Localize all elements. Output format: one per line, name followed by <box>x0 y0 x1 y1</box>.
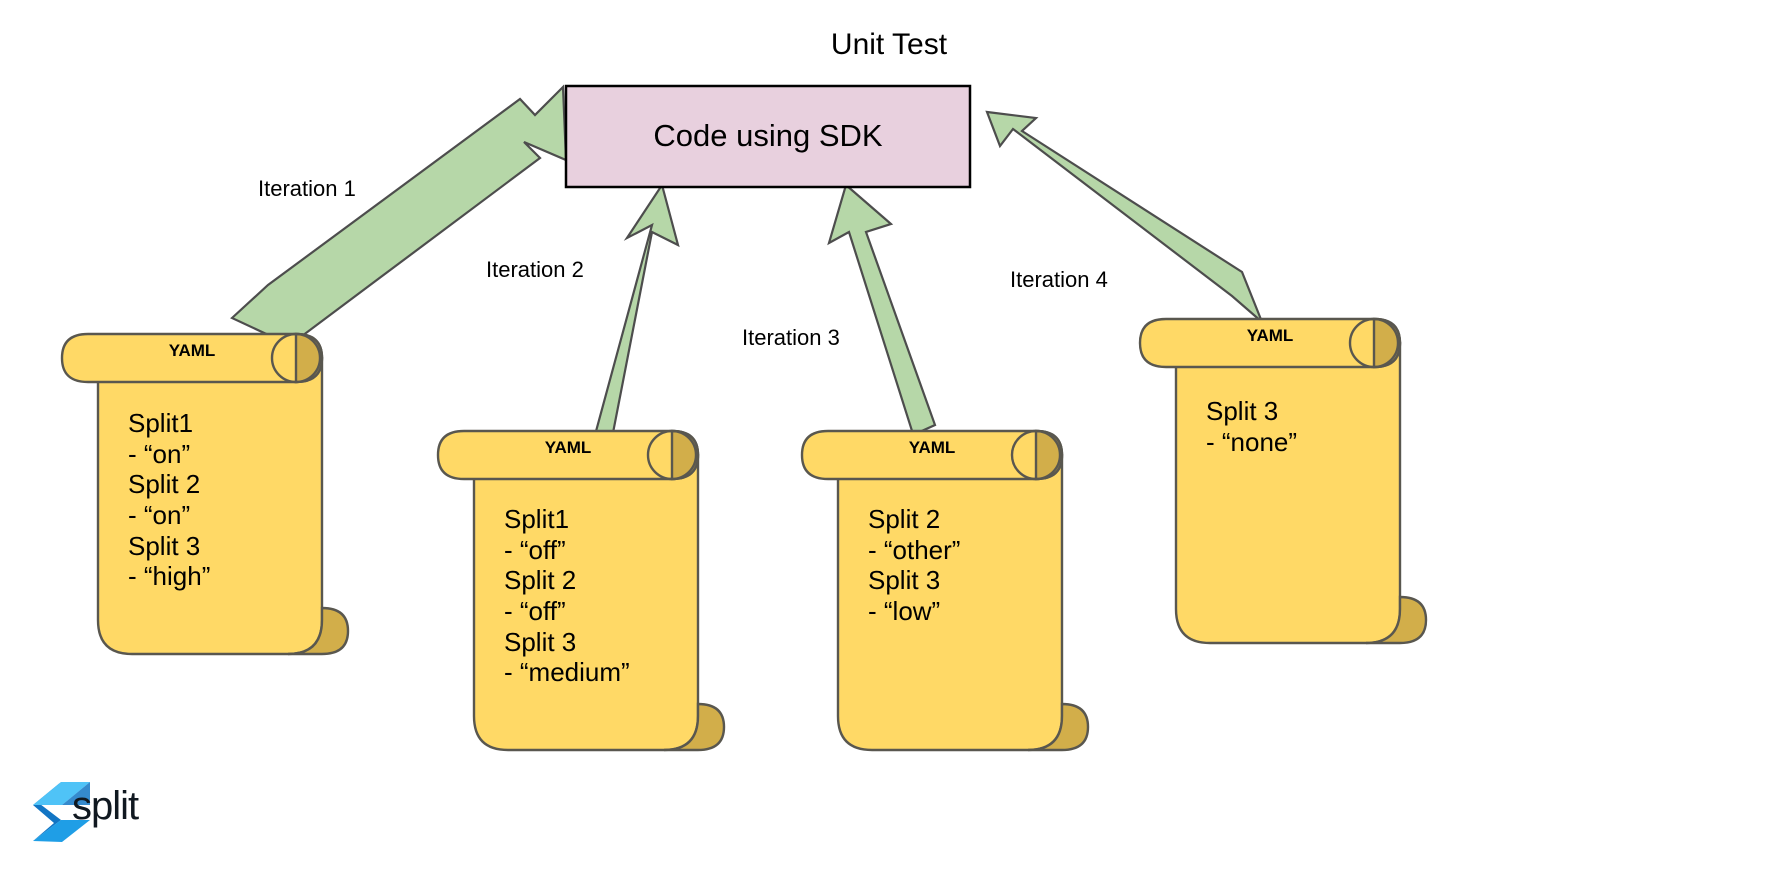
split-logo-icon <box>33 782 90 842</box>
edge-label-iteration-2: Iteration 2 <box>486 257 584 282</box>
edge-label-iteration-3: Iteration 3 <box>742 325 840 350</box>
yaml-scroll-3-header: YAML <box>908 438 956 457</box>
yaml-scroll-4-header: YAML <box>1246 326 1294 345</box>
yaml-scroll-1-header: YAML <box>168 341 216 360</box>
yaml-scroll-2-header: YAML <box>544 438 592 457</box>
yaml-scroll-2[interactable] <box>436 429 726 752</box>
arrow-iteration-4 <box>985 110 1264 323</box>
yaml-scroll-4[interactable] <box>1138 317 1428 645</box>
yaml-scroll-1[interactable] <box>60 332 350 656</box>
yaml-scroll-1-body: Split1 - “on” Split 2 - “on” Split 3 - “… <box>128 408 211 592</box>
code-using-sdk-box[interactable] <box>564 84 972 189</box>
page-title: Unit Test <box>830 28 948 61</box>
arrow-iteration-2 <box>567 182 680 457</box>
edge-label-iteration-4: Iteration 4 <box>1010 267 1108 292</box>
split-logo-wordmark: split <box>72 784 139 828</box>
code-using-sdk-label: Code using SDK <box>653 118 883 153</box>
arrow-iteration-1 <box>230 84 568 347</box>
yaml-scroll-3-body: Split 2 - “other” Split 3 - “low” <box>868 504 961 627</box>
yaml-scroll-3[interactable] <box>800 429 1090 752</box>
edge-label-iteration-1: Iteration 1 <box>258 176 356 201</box>
yaml-scroll-2-body: Split1 - “off” Split 2 - “off” Split 3 -… <box>504 504 630 688</box>
yaml-scroll-4-body: Split 3 - “none” <box>1206 396 1298 457</box>
arrow-iteration-3 <box>827 183 937 445</box>
